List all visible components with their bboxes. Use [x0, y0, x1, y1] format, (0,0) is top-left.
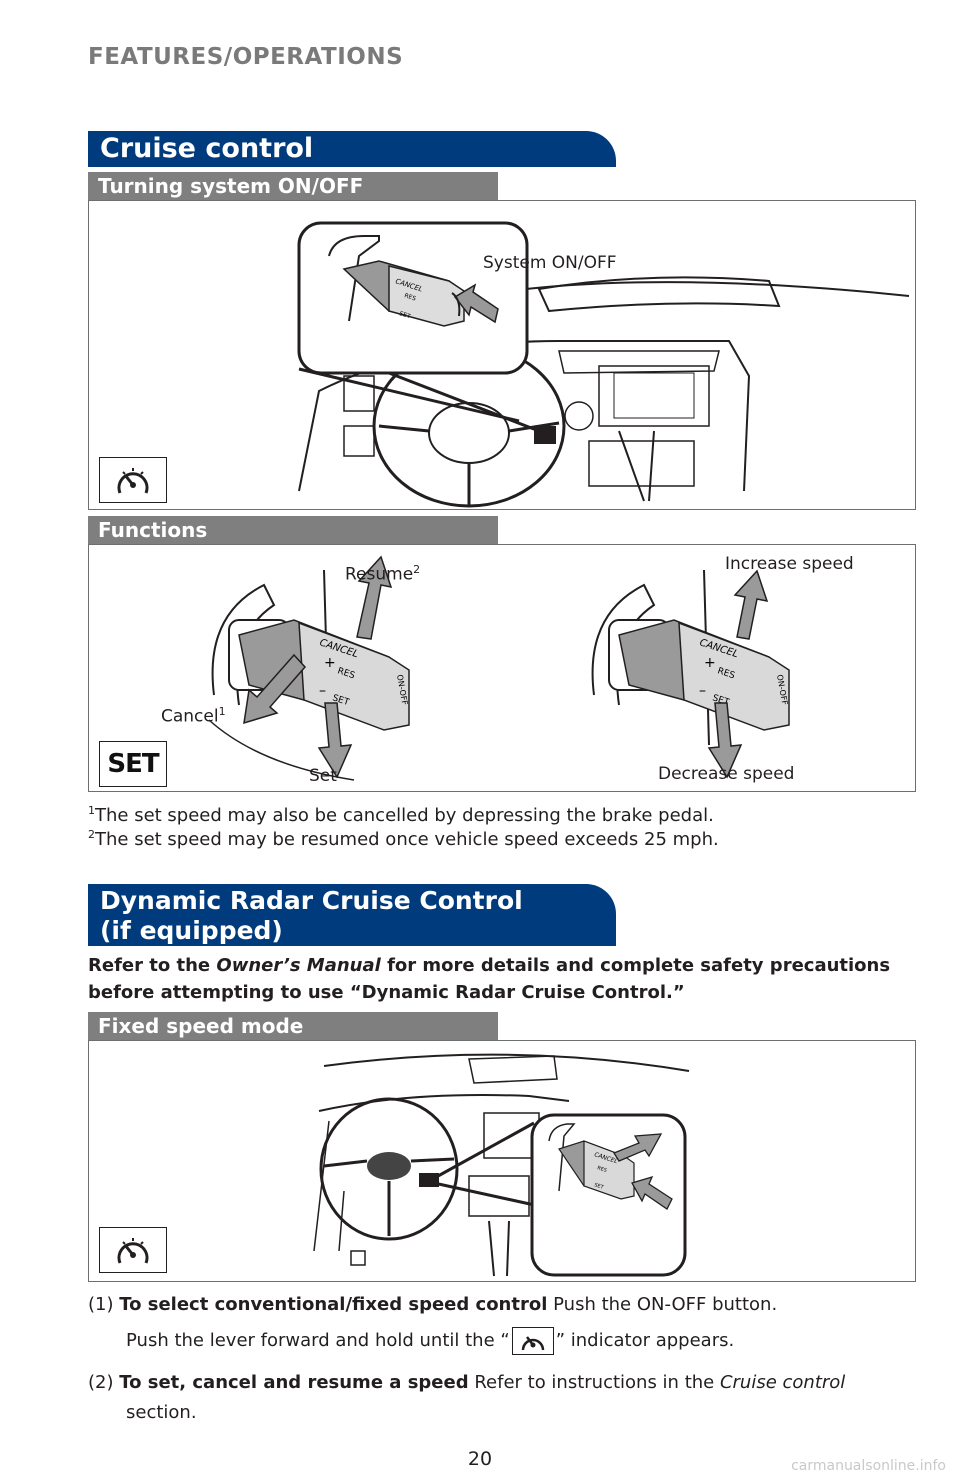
step-1-line2-a: Push the lever forward and hold until th…	[126, 1330, 510, 1351]
zoom-lever-res-text: RES	[403, 292, 417, 302]
cancel-label-text: Cancel	[161, 706, 219, 727]
radar-cruise-title-line2: (if equipped)	[100, 916, 283, 945]
turning-system-panel: CANCEL RES SET System ON/OFF	[88, 200, 916, 510]
cancel-footnote-marker: 1	[218, 705, 226, 718]
cruise-control-title-bar: Cruise control	[88, 131, 616, 167]
decrease-speed-label: Decrease speed	[658, 764, 795, 784]
step-1-text: Push the ON-OFF button.	[547, 1294, 778, 1315]
right-lever-minus-text: –	[699, 683, 706, 699]
functions-panel: CANCEL + RES – SET ON-OFF CANCEL + RES –	[88, 544, 916, 792]
right-lever-plus-text: +	[704, 655, 716, 671]
cruise-control-title: Cruise control	[100, 133, 314, 164]
step-1: (1) To select conventional/fixed speed c…	[88, 1290, 916, 1356]
radar-intro-part2: for more details and complete safety pre…	[88, 955, 891, 1003]
turning-cruise-icon-box	[99, 457, 167, 503]
footnote-2-marker: 2	[88, 828, 95, 841]
cancel-label: Cancel1	[161, 705, 226, 727]
resume-label: Resume2	[345, 563, 420, 585]
right-lever-illustration: CANCEL + RES – SET ON-OFF	[591, 569, 790, 779]
footnote-1-text: The set speed may also be cancelled by d…	[95, 805, 714, 826]
functions-illustration: CANCEL + RES – SET ON-OFF CANCEL + RES –	[208, 555, 790, 781]
step-1-line2: Push the lever forward and hold until th…	[88, 1326, 916, 1356]
fixed-speed-subtitle: Fixed speed mode	[88, 1012, 498, 1040]
turning-system-subtitle: Turning system ON/OFF	[88, 172, 498, 200]
radar-intro-part1: Refer to the	[88, 955, 217, 976]
left-lever-plus-text: +	[324, 655, 336, 671]
step-1-number: (1)	[88, 1294, 114, 1315]
step-2-text: Refer to instructions in the	[468, 1372, 720, 1393]
cruise-control-speedometer-icon	[117, 468, 149, 494]
step-2-number: (2)	[88, 1372, 114, 1393]
cruise-control-speedometer-icon	[511, 1327, 554, 1355]
cruise-control-speedometer-icon	[117, 1238, 149, 1264]
watermark: carmanualsonline.info	[791, 1458, 946, 1474]
page-number: 20	[467, 1448, 493, 1470]
zoom-lever-set-text: SET	[398, 310, 411, 320]
radar-cruise-title-line1: Dynamic Radar Cruise Control	[100, 886, 523, 915]
set-indicator-icon: SET	[107, 749, 159, 779]
step-1-line1: (1) To select conventional/fixed speed c…	[88, 1290, 916, 1320]
left-lever-minus-text: –	[319, 683, 326, 699]
fixed-lever-set-text: SET	[593, 1182, 605, 1191]
set-label: Set	[309, 766, 337, 786]
fixed-cruise-icon-box	[99, 1227, 167, 1273]
left-lever-illustration: CANCEL + RES – SET ON-OFF	[208, 555, 410, 781]
resume-label-text: Resume	[345, 564, 414, 585]
system-onoff-callout: System ON/OFF	[483, 253, 617, 273]
fixed-lever-res-text: RES	[596, 1165, 607, 1174]
footnote-1-marker: 1	[88, 804, 95, 817]
radar-intro-manual: Owner’s Manual	[216, 955, 381, 976]
section-header: FEATURES/OPERATIONS	[88, 44, 404, 70]
step-2: (2) To set, cancel and resume a speed Re…	[88, 1368, 916, 1428]
functions-subtitle: Functions	[88, 516, 498, 544]
dashboard-illustration: CANCEL RES SET	[297, 221, 910, 508]
step-2-link-text: Cruise control	[719, 1372, 846, 1393]
step-2-line1: (2) To set, cancel and resume a speed Re…	[88, 1368, 916, 1398]
fixed-speed-illustration: CANCEL RES SET	[313, 1053, 690, 1277]
set-indicator-box: SET	[99, 741, 167, 787]
resume-footnote-marker: 2	[413, 563, 421, 576]
step-2-line2: section.	[126, 1402, 197, 1423]
radar-cruise-title-bar: Dynamic Radar Cruise Control (if equippe…	[88, 884, 616, 946]
fixed-speed-panel: CANCEL RES SET	[88, 1040, 916, 1282]
footnote-2-text: The set speed may be resumed once vehicl…	[95, 829, 719, 850]
step-2-heading: To set, cancel and resume a speed	[119, 1372, 469, 1393]
radar-intro: Refer to the Owner’s Manual for more det…	[88, 952, 916, 1006]
footnote-2: 2The set speed may be resumed once vehic…	[88, 828, 719, 850]
footnote-1: 1The set speed may also be cancelled by …	[88, 804, 714, 826]
increase-speed-label: Increase speed	[725, 554, 854, 574]
step-1-heading: To select conventional/fixed speed contr…	[119, 1294, 548, 1315]
step-1-line2-b: ” indicator appears.	[555, 1330, 735, 1351]
